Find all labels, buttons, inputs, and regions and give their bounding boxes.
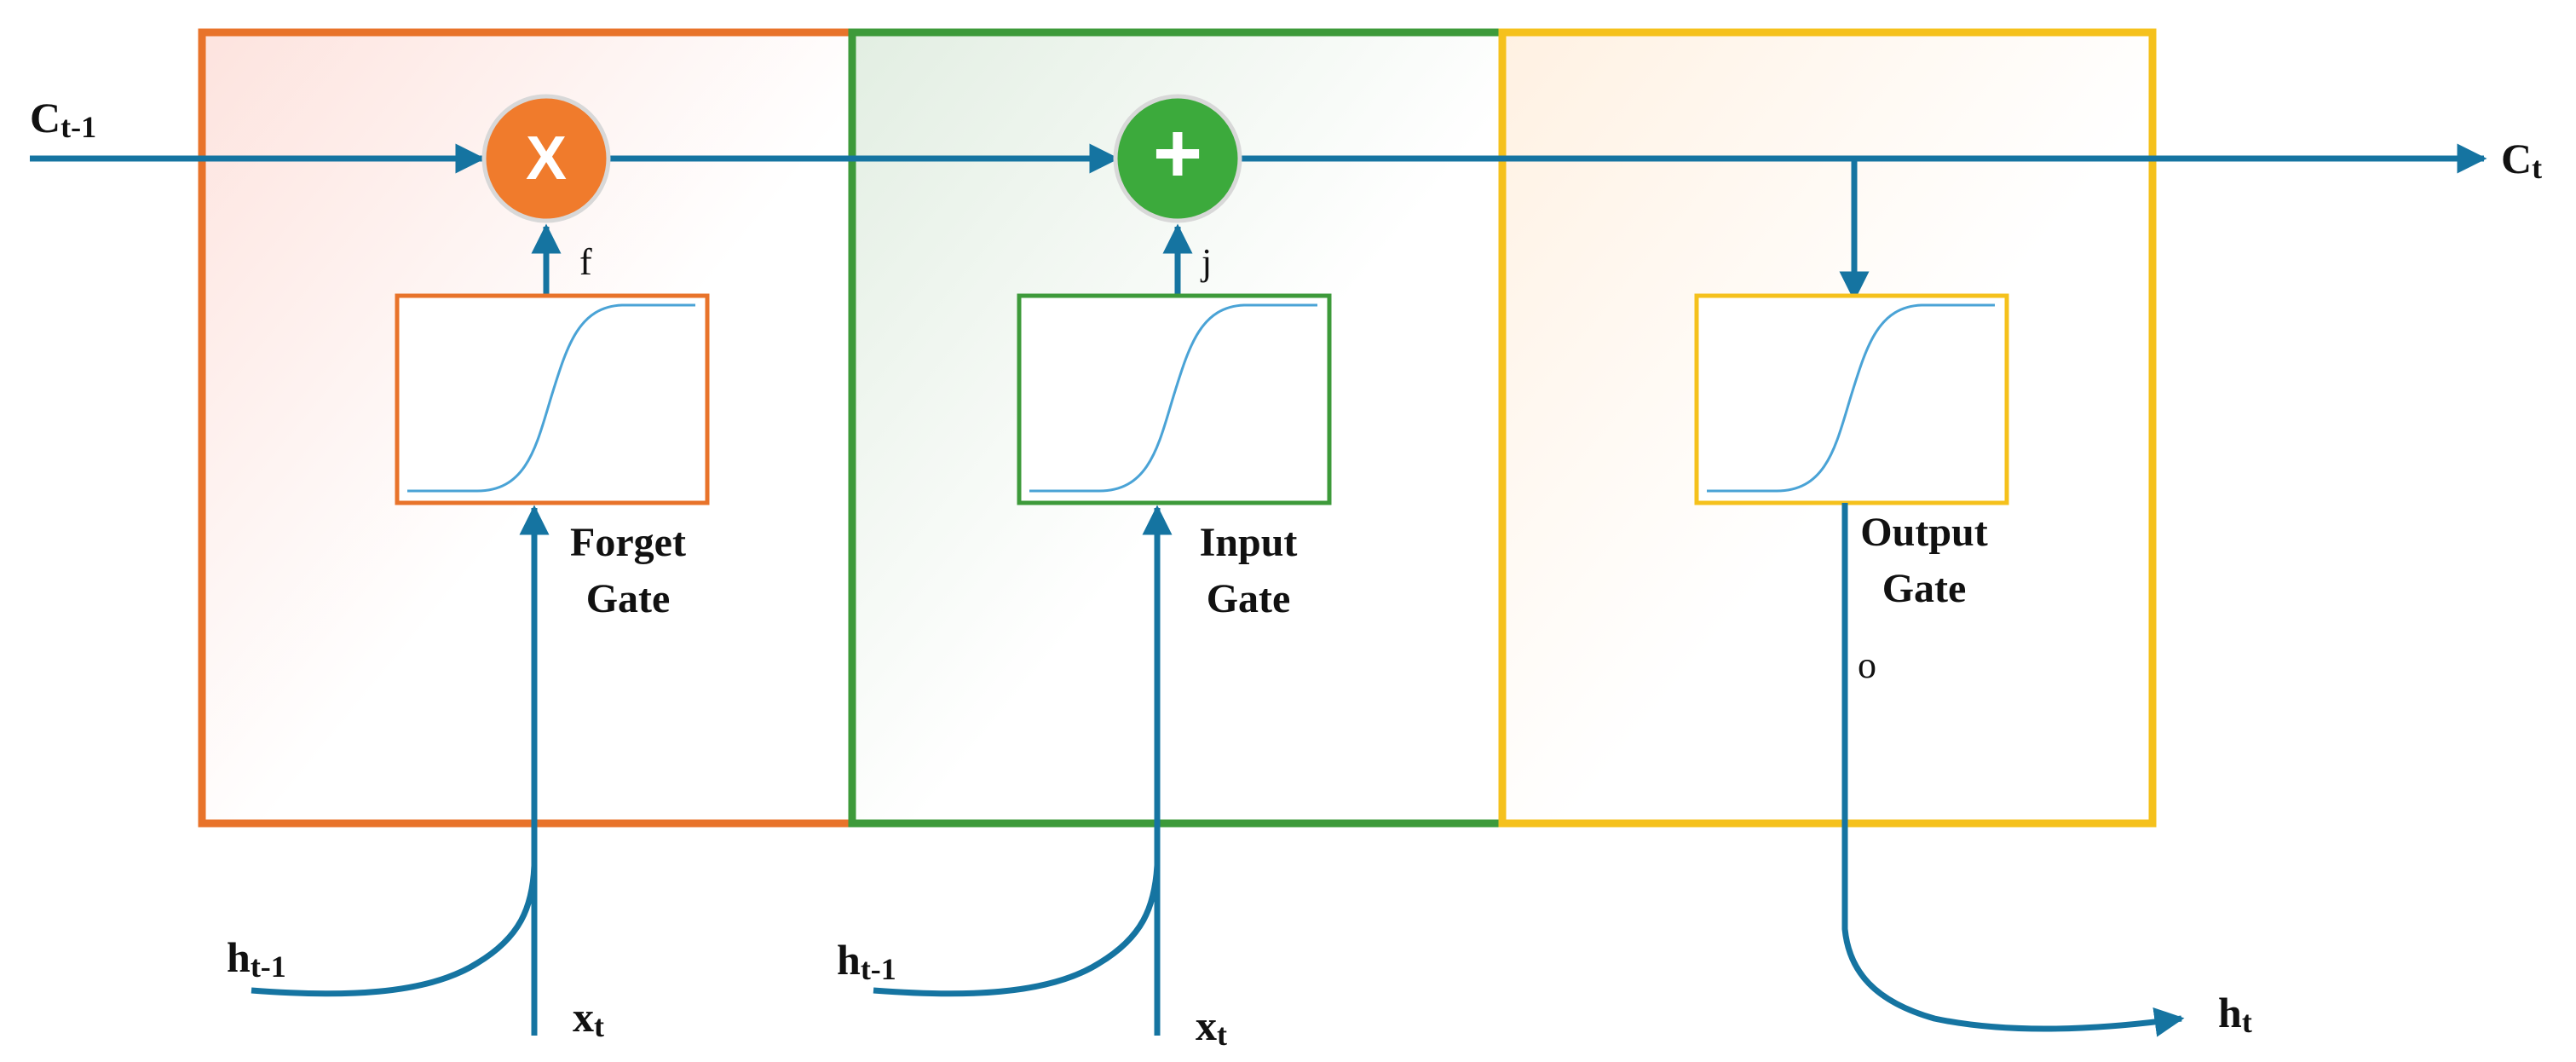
output-signal-label: o bbox=[1858, 644, 1876, 686]
c-prev-label: Ct-1 bbox=[30, 94, 96, 144]
output-h-curve bbox=[1841, 503, 2185, 1037]
multiply-operator-circle bbox=[481, 94, 611, 223]
forget-gate-label-line1: Forget bbox=[570, 520, 686, 565]
output-gate-label-line2: Gate bbox=[1882, 566, 1967, 611]
add-operator: + bbox=[1113, 94, 1242, 223]
output-gate-label-line1: Output bbox=[1860, 510, 1987, 555]
add-operator-circle bbox=[1113, 94, 1242, 223]
h-prev-forget-label: ht-1 bbox=[227, 933, 286, 984]
input-gate-label-line2: Gate bbox=[1207, 576, 1291, 621]
add-symbol: + bbox=[1153, 106, 1202, 201]
input-gate-label-line1: Input bbox=[1200, 520, 1298, 565]
sigmoid-curve bbox=[407, 303, 695, 493]
sigmoid-curve bbox=[1707, 303, 1995, 493]
input-sigmoid-box bbox=[1017, 293, 1332, 505]
x-forget-label: xt bbox=[573, 993, 604, 1043]
h-prev-forget-curve bbox=[251, 864, 538, 997]
h-out-label: ht bbox=[2218, 989, 2252, 1039]
forget-sigmoid-box bbox=[395, 293, 710, 505]
forget-gate-label-line2: Gate bbox=[586, 576, 671, 621]
x-input-label: xt bbox=[1196, 1001, 1227, 1052]
sigmoid-curve bbox=[1029, 303, 1317, 493]
input-signal-label: j bbox=[1200, 241, 1212, 283]
output-sigmoid-box bbox=[1694, 293, 2009, 505]
multiply-symbol: X bbox=[526, 124, 567, 193]
h-prev-input-label: ht-1 bbox=[837, 936, 896, 986]
h-prev-input-curve bbox=[873, 864, 1161, 997]
multiply-operator: X bbox=[481, 94, 611, 223]
forget-signal-label: f bbox=[579, 241, 592, 283]
c-next-label: Ct bbox=[2501, 135, 2542, 185]
